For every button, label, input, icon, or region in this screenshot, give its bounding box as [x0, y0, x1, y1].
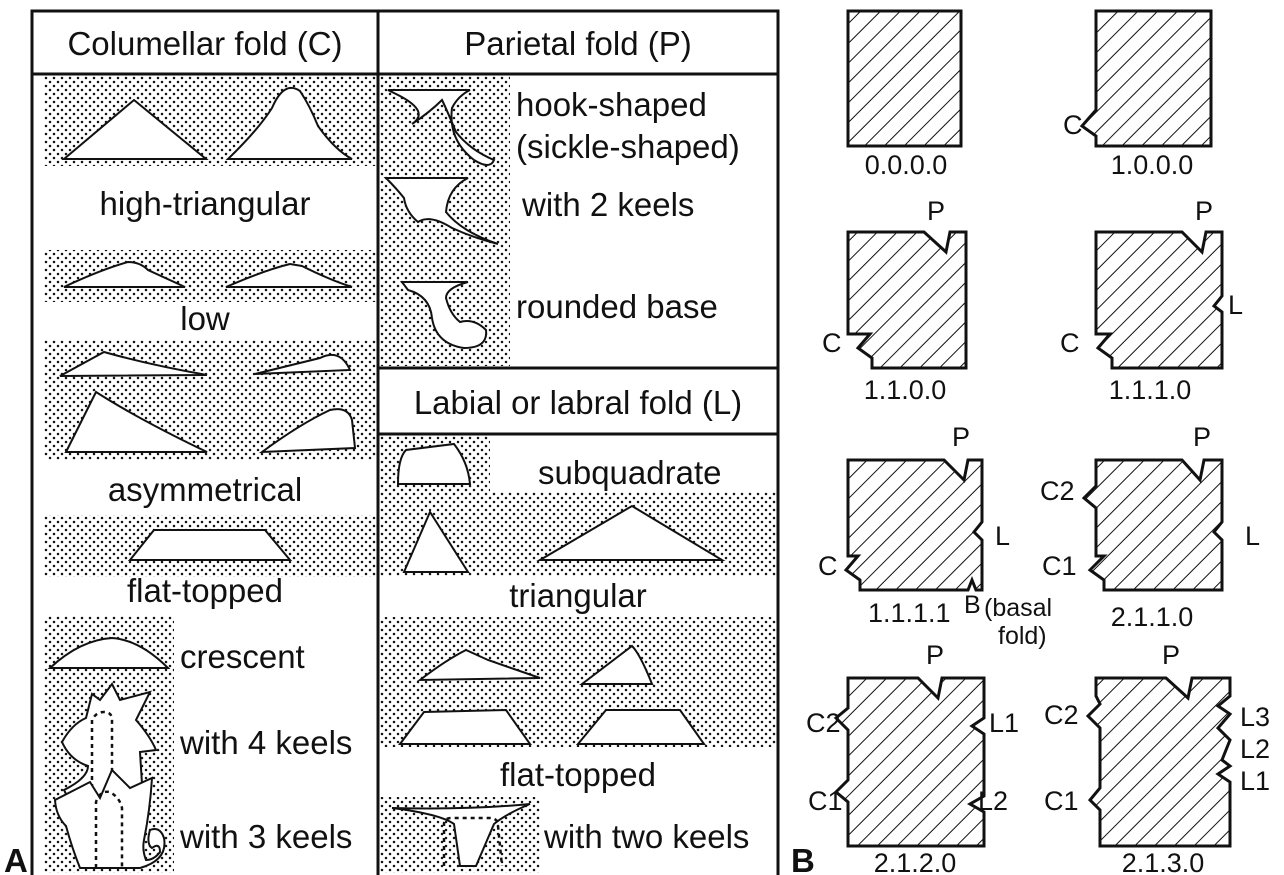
fold-diagram-1110: [1094, 230, 1224, 370]
crescent-label: crescent: [180, 638, 305, 675]
triangular-label: triangular: [509, 577, 647, 614]
high-triangular-fold-shape: [225, 86, 353, 160]
three-keels-label: with 3 keels: [179, 818, 352, 855]
asymmetrical-fold-shape: [59, 350, 208, 377]
flat-topped-labial-label: flat-topped: [500, 756, 656, 793]
fold-letter-c1: C1: [808, 786, 843, 816]
four-keels-fold-shape: [60, 682, 158, 804]
two-keels-fold-shape: [383, 177, 499, 245]
fold-diagram-2130: [1085, 676, 1233, 848]
rounded-base-label: rounded base: [516, 288, 718, 325]
basal-fold-note: fold): [998, 622, 1047, 650]
fold-letter-c2: C2: [1044, 700, 1079, 730]
fold-letter-p: P: [1193, 422, 1211, 452]
fold-letter-c: C: [818, 551, 838, 581]
fold-letter-c1: C1: [1044, 786, 1079, 816]
formula-1100: 1.1.0.0: [864, 375, 947, 405]
asymmetrical-label: asymmetrical: [108, 471, 302, 508]
fold-letter-p: P: [1195, 196, 1213, 226]
hook-shaped-label: hook-shaped: [516, 86, 707, 123]
three-keels-fold-shape: [53, 768, 166, 869]
fold-letter-l1: L1: [1240, 766, 1270, 796]
fold-diagram-0000: [846, 9, 963, 148]
fold-diagram-2120: [833, 676, 986, 848]
fold-letter-c2: C2: [806, 708, 841, 738]
flat-topped-fold-shape: [416, 648, 541, 682]
two-keels-labial-inner-outline: [442, 816, 504, 867]
flat-topped-fold-shape: [398, 708, 532, 745]
parietal-header: Parietal fold (P): [464, 25, 691, 62]
flat-topped-fold-shape: [127, 529, 293, 561]
formula-1110: 1.1.1.0: [1109, 375, 1192, 405]
panel-a-label: A: [4, 842, 28, 875]
two-keels-labial-label: with two keels: [543, 818, 749, 855]
table-frame: [30, 9, 780, 875]
panel-b-label: B: [791, 842, 815, 875]
asymmetrical-fold-shape: [64, 390, 208, 453]
low-label: low: [180, 300, 230, 337]
fold-letter-b: B: [964, 591, 981, 619]
basal-fold-note: (basal: [984, 594, 1052, 622]
asymmetrical-fold-shape: [258, 408, 357, 454]
fold-letter-c: C: [1063, 110, 1083, 140]
fold-letter-c: C: [1060, 328, 1080, 358]
formula-2130: 2.1.3.0: [1122, 848, 1205, 875]
fold-letter-p: P: [926, 640, 944, 670]
four-keels-label: with 4 keels: [179, 724, 352, 761]
subquadrate-label: subquadrate: [538, 454, 721, 491]
panel-a: Columellar fold (C) Parietal fold (P) La…: [4, 9, 780, 875]
high-triangular-label: high-triangular: [100, 185, 311, 222]
formula-2120: 2.1.2.0: [874, 848, 957, 875]
fold-letter-p: P: [1162, 640, 1180, 670]
low-fold-shape: [63, 260, 186, 288]
flat-topped-fold-shape: [575, 709, 706, 745]
formula-1000: 1.0.0.0: [1111, 150, 1194, 180]
low-fold-shape: [225, 262, 353, 288]
fold-diagram-1000: [1079, 9, 1213, 148]
fold-letter-l: L: [995, 521, 1010, 551]
crescent-fold-shape: [47, 636, 171, 669]
labial-header: Labial or labral fold (L): [414, 384, 742, 421]
fold-letter-c1: C1: [1042, 551, 1077, 581]
fold-diagram-1100: [846, 230, 968, 370]
fold-diagram-1111: [843, 458, 984, 592]
flat-topped-fold-shape: [579, 644, 654, 685]
triangular-fold-shape: [536, 504, 726, 561]
fold-letter-l2: L2: [1240, 734, 1270, 764]
subquadrate-fold-shape: [396, 442, 472, 485]
two-keels-label: with 2 keels: [521, 186, 694, 223]
fold-letter-c: C: [822, 328, 842, 358]
triangular-fold-shape: [402, 509, 470, 573]
panel-b: 0.0.0.0 C 1.0.0.0 P C 1.1.0.0 P L C 1.1.…: [791, 9, 1270, 875]
sickle-shaped-label: (sickle-shaped): [516, 128, 740, 165]
fold-letter-l: L: [1228, 290, 1243, 320]
hook-shaped-fold-shape: [387, 89, 496, 166]
high-triangular-fold-shape: [61, 98, 209, 160]
rounded-base-fold-shape: [400, 281, 488, 350]
fold-letter-p: P: [952, 422, 970, 452]
fold-letter-l1: L1: [989, 708, 1019, 738]
formula-1111: 1.1.1.1: [868, 598, 951, 628]
columellar-header: Columellar fold (C): [67, 25, 342, 62]
formula-2110: 2.1.1.0: [1111, 602, 1194, 632]
asymmetrical-fold-shape: [254, 354, 352, 375]
formula-0000: 0.0.0.0: [865, 150, 948, 180]
four-keels-inner-outline: [90, 710, 114, 796]
fold-letter-p: P: [927, 196, 945, 226]
fold-diagram-2110: [1081, 458, 1224, 592]
fold-letter-l2: L2: [978, 786, 1008, 816]
flat-topped-label: flat-topped: [127, 572, 283, 609]
fold-letter-l: L: [1245, 521, 1260, 551]
fold-letter-l3: L3: [1240, 702, 1270, 732]
fold-letter-c2: C2: [1040, 476, 1075, 506]
